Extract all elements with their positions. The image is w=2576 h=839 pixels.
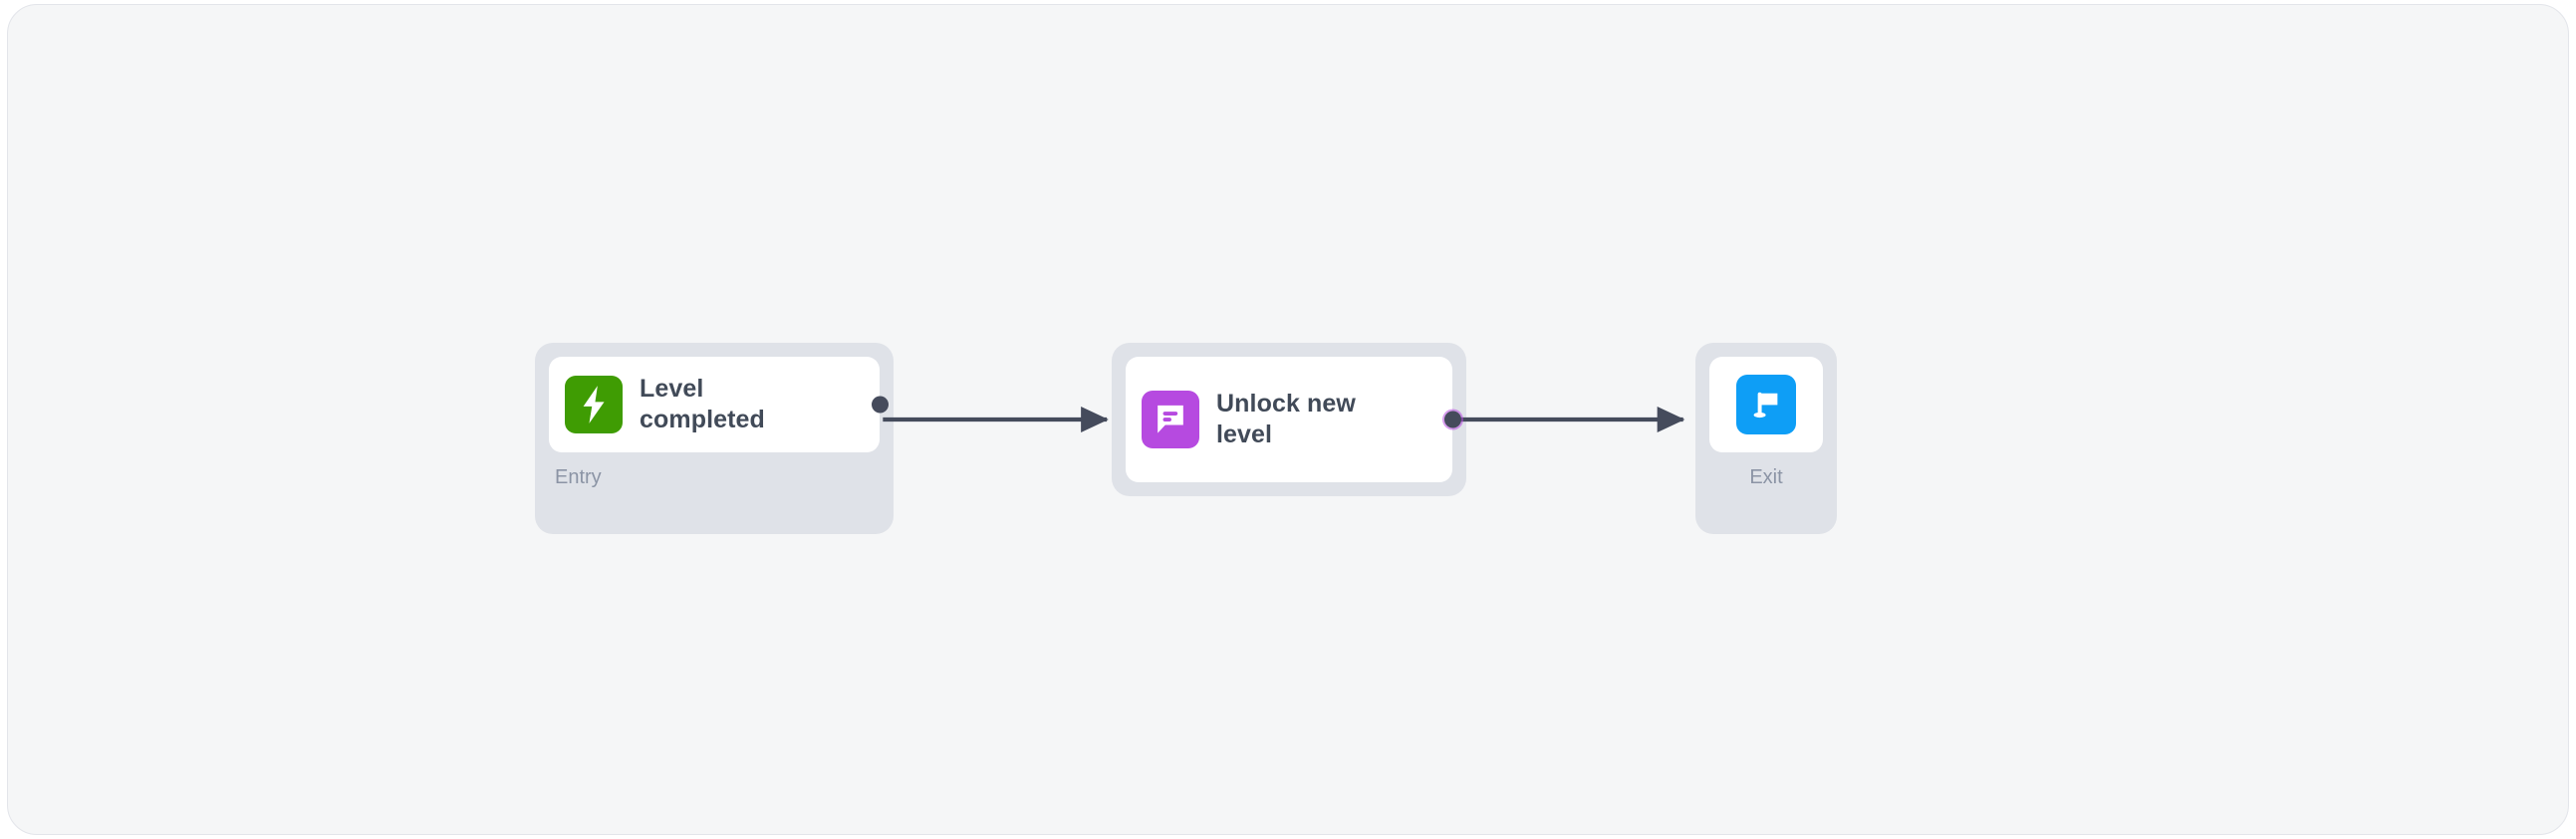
edge-layer (883, 407, 1685, 432)
node-exit-card[interactable] (1709, 357, 1823, 452)
flag-icon (1736, 375, 1796, 434)
node-entry-caption: Entry (555, 466, 602, 488)
node-action-title: Unlock new level (1216, 390, 1356, 448)
message-bubble-icon (1142, 391, 1199, 448)
lightning-bolt-icon (565, 376, 623, 433)
flow-graph: Level completed Entry Unlock new level (8, 5, 2568, 834)
node-action-output-port[interactable] (1444, 411, 1461, 428)
flow-canvas[interactable]: Level completed Entry Unlock new level (7, 4, 2569, 835)
node-action[interactable]: Unlock new level (1112, 343, 1466, 496)
node-entry[interactable]: Level completed Entry (535, 343, 894, 534)
node-action-card[interactable]: Unlock new level (1126, 357, 1463, 482)
node-exit-caption: Exit (1749, 466, 1783, 488)
node-entry-card[interactable]: Level completed (549, 357, 889, 452)
node-exit[interactable]: Exit (1695, 343, 1837, 534)
node-entry-output-port[interactable] (872, 396, 889, 414)
node-entry-title: Level completed (640, 375, 765, 433)
